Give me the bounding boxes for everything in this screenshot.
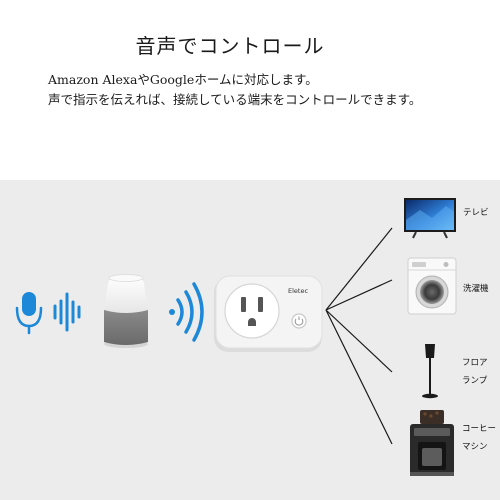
page-title: 音声でコントロール (135, 34, 325, 58)
device-label-floor-lamp: フロア ランプ (462, 357, 488, 387)
smart-speaker (104, 274, 148, 348)
coffee-machine (410, 410, 454, 476)
description-line-1: Amazon AlexaやGoogleホームに対応します。 (48, 72, 318, 87)
tv (404, 198, 456, 239)
illustration-panel: Eletec (0, 180, 500, 500)
washing-machine (407, 257, 457, 315)
floor-lamp (422, 344, 438, 399)
device-label-floor-lamp-line2: ランプ (462, 376, 488, 386)
connection-lines (325, 227, 393, 445)
smart-plug (214, 275, 323, 352)
wifi-signal-icon (169, 282, 204, 342)
plug-brand: Eletec (288, 287, 308, 295)
device-label-washer: 洗濯機 (463, 284, 489, 294)
device-label-tv: テレビ (463, 208, 489, 218)
illustration: Eletec (15, 198, 457, 476)
description: Amazon AlexaやGoogleホームに対応します。 声で指示を伝えれば、… (48, 70, 498, 110)
voice-wave-icon (53, 292, 81, 332)
device-label-floor-lamp-line1: フロア (462, 358, 488, 368)
microphone-icon (15, 292, 43, 335)
device-label-coffee-machine-line1: コーヒー (462, 424, 497, 434)
description-line-2: 声で指示を伝えれば、接続している端末をコントロールできます。 (48, 92, 422, 107)
device-label-coffee-machine-line2: マシン (462, 442, 488, 452)
device-label-coffee-machine: コーヒー マシン (462, 423, 496, 453)
